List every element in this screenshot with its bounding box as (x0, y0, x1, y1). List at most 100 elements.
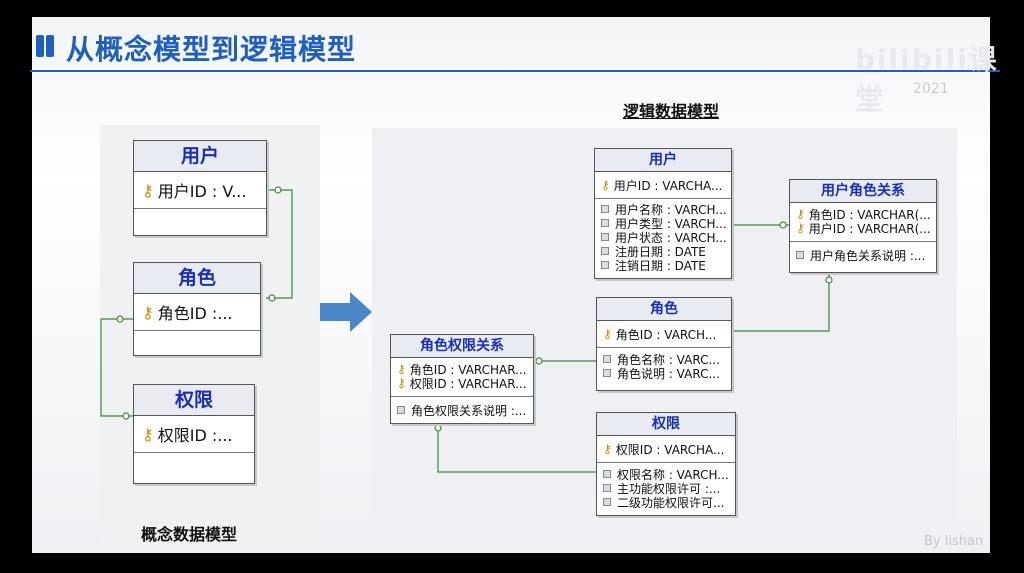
entity-title: 角色权限关系 (391, 335, 533, 358)
attr-icon (397, 406, 405, 414)
entity-key-row: ⚷角色ID : VARCHAR(... (790, 207, 936, 221)
entity-key-row: ⚷ 用户ID : V... (134, 172, 266, 208)
entity-title: 用户角色关系 (790, 180, 936, 203)
logical-entity-user-role[interactable]: 用户角色关系 ⚷角色ID : VARCHAR(... ⚷用户ID : VARCH… (789, 179, 937, 273)
attr-label: 角色名称 : VARC... (617, 352, 720, 367)
entity-key-label: 用户ID : VARCHAR(... (808, 221, 931, 236)
entity-attr: 注销日期 : DATE (595, 258, 731, 272)
entity-key-row: ⚷ 用户ID : VARCHA... (595, 172, 731, 198)
entity-attr: 用户类型 : VARCH... (595, 216, 731, 230)
entity-attr: 用户角色关系说明 :... (790, 248, 936, 262)
concept-entity-role[interactable]: 角色 ⚷ 角色ID :... (133, 262, 261, 356)
logical-model-label: 逻辑数据模型 (623, 102, 720, 121)
entity-attr-list: 权限名称 : VARCH... 主功能权限许可 :... 二级功能权限许可... (597, 462, 735, 509)
watermark-text: 2021 (913, 81, 949, 97)
logical-entity-role[interactable]: 角色 ⚷ 角色ID : VARCH... 角色名称 : VARC... 角色说明… (596, 297, 732, 391)
entity-key-row: ⚷用户ID : VARCHAR(... (790, 221, 936, 235)
attr-label: 用户名称 : VARCH... (615, 202, 727, 217)
key-icon: ⚷ (142, 180, 154, 200)
entity-key-row: ⚷ 权限ID : VARCHA... (597, 436, 735, 462)
bilibili-logo: bilibili课堂 (855, 43, 999, 116)
concept-entity-user[interactable]: 用户 ⚷ 用户ID : V... (133, 140, 267, 236)
entity-key-row: ⚷ 角色ID : VARCH... (597, 321, 731, 347)
title-underline (30, 70, 1000, 72)
entity-key-label: 角色ID : VARCHAR... (409, 362, 527, 377)
attr-icon (603, 470, 611, 478)
slide-title: 从概念模型到逻辑模型 (66, 33, 357, 66)
key-icon: ⚷ (603, 327, 612, 341)
logical-entity-user[interactable]: 用户 ⚷ 用户ID : VARCHA... 用户名称 : VARCH... 用户… (594, 148, 732, 279)
entity-key-row: ⚷权限ID : VARCHAR... (391, 376, 533, 390)
entity-key-row: ⚷ 权限ID :... (134, 416, 254, 452)
entity-attr: 主功能权限许可 :... (597, 481, 735, 495)
entity-title: 用户 (595, 149, 731, 172)
concept-entity-permission[interactable]: 权限 ⚷ 权限ID :... (133, 384, 255, 484)
attr-label: 角色说明 : VARC... (617, 366, 720, 381)
attr-label: 注销日期 : DATE (615, 258, 706, 273)
attr-label: 用户类型 : VARCH... (615, 216, 727, 231)
entity-attr-area (134, 330, 260, 367)
attr-icon (601, 219, 609, 227)
key-icon: ⚷ (142, 302, 154, 322)
attr-icon (601, 261, 609, 269)
attr-icon (601, 247, 609, 255)
entity-attr-list: 角色权限关系说明 :... (391, 396, 533, 417)
entity-title: 权限 (597, 413, 735, 436)
attr-label: 主功能权限许可 :... (617, 481, 721, 496)
entity-attr: 权限名称 : VARCH... (597, 467, 735, 481)
entity-key-label: 权限ID : VARCHAR... (409, 376, 527, 391)
key-icon: ⚷ (397, 362, 406, 376)
attr-icon (796, 251, 804, 259)
entity-key-label: 用户ID : V... (157, 182, 247, 201)
key-icon: ⚷ (601, 178, 610, 192)
key-icon: ⚷ (796, 221, 805, 235)
attr-icon (601, 233, 609, 241)
entity-key-label: 角色ID : VARCH... (615, 327, 717, 342)
entity-attr: 角色说明 : VARC... (597, 366, 731, 380)
entity-attr: 角色名称 : VARC... (597, 352, 731, 366)
attr-label: 注册日期 : DATE (615, 244, 706, 259)
entity-attr-area (134, 208, 266, 245)
logical-entity-permission[interactable]: 权限 ⚷ 权限ID : VARCHA... 权限名称 : VARCH... 主功… (596, 412, 736, 516)
entity-attr: 注册日期 : DATE (595, 244, 731, 258)
entity-key-row: ⚷角色ID : VARCHAR... (391, 362, 533, 376)
entity-title: 角色 (597, 298, 731, 321)
entity-attr: 二级功能权限许可... (597, 495, 735, 509)
entity-attr-area (134, 452, 254, 489)
attr-label: 用户角色关系说明 :... (810, 248, 926, 263)
logical-entity-role-permission[interactable]: 角色权限关系 ⚷角色ID : VARCHAR... ⚷权限ID : VARCHA… (390, 334, 534, 424)
entity-key-list: ⚷角色ID : VARCHAR... ⚷权限ID : VARCHAR... (391, 358, 533, 396)
attr-icon (603, 369, 611, 377)
entity-key-label: 角色ID : VARCHAR(... (808, 207, 931, 222)
entity-key-label: 角色ID :... (157, 304, 233, 323)
entity-key-list: ⚷角色ID : VARCHAR(... ⚷用户ID : VARCHAR(... (790, 203, 936, 241)
byline: By lishan (924, 534, 984, 549)
attr-label: 二级功能权限许可... (617, 495, 725, 510)
entity-attr-list: 角色名称 : VARC... 角色说明 : VARC... (597, 347, 731, 380)
attr-label: 角色权限关系说明 :... (411, 403, 527, 418)
entity-title: 角色 (134, 263, 260, 294)
title-marker (36, 35, 44, 57)
key-icon: ⚷ (603, 442, 612, 456)
attr-icon (603, 355, 611, 363)
entity-title: 用户 (134, 141, 266, 172)
transform-arrow-icon (320, 292, 372, 332)
attr-label: 权限名称 : VARCH... (617, 467, 729, 482)
entity-attr: 角色权限关系说明 :... (391, 403, 533, 417)
attr-icon (603, 498, 611, 506)
attr-icon (601, 205, 609, 213)
entity-attr: 用户名称 : VARCH... (595, 202, 731, 216)
entity-key-label: 权限ID :... (157, 426, 233, 445)
title-marker-2 (46, 35, 54, 57)
entity-key-row: ⚷ 角色ID :... (134, 294, 260, 330)
entity-attr-list: 用户角色关系说明 :... (790, 241, 936, 262)
attr-icon (603, 484, 611, 492)
conceptual-model-label: 概念数据模型 (141, 525, 238, 544)
key-icon: ⚷ (397, 376, 406, 390)
key-icon: ⚷ (142, 424, 154, 444)
entity-attr: 用户状态 : VARCH... (595, 230, 731, 244)
attr-label: 用户状态 : VARCH... (615, 230, 727, 245)
entity-title: 权限 (134, 385, 254, 416)
entity-key-label: 权限ID : VARCHA... (615, 442, 725, 457)
